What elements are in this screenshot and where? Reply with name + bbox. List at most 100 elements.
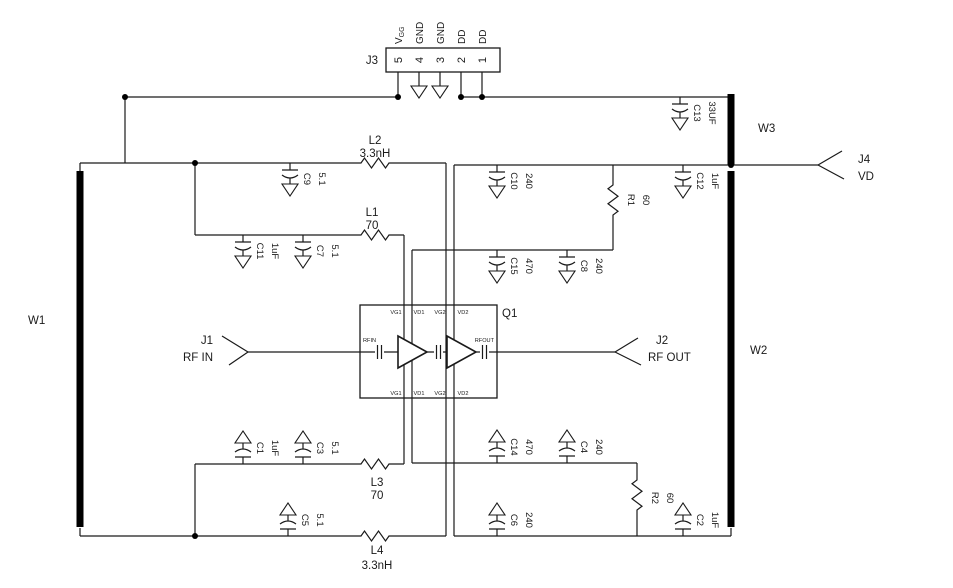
top-gate-network: L2 3.3nH C9 5.1: [79, 135, 447, 536]
ground-icon: [670, 117, 690, 131]
component-c8-designator: C8: [578, 260, 589, 272]
ground-icon: [280, 183, 300, 197]
component-c15-value: 470: [523, 258, 534, 274]
q1-pin-top-vd2: VD2: [458, 310, 469, 316]
ground-icon: [487, 270, 507, 284]
capacitor-c7-symbol: [294, 235, 312, 256]
wire-w3-label: W3: [758, 123, 775, 135]
j3-pin-number: 5: [393, 57, 405, 63]
component-r1-designator: R1: [625, 194, 636, 206]
component-l2-designator: L2: [369, 135, 382, 147]
port-j2-signal: RF OUT: [648, 352, 691, 364]
component-c6-value: 240: [523, 512, 534, 528]
vg1-bias-network: L1 70 C11 1uF C7 5.1: [195, 207, 405, 464]
capacitor-c8-symbol: [558, 250, 576, 271]
component-l3-value: 70: [371, 490, 384, 502]
capacitor-c9-symbol: [281, 163, 299, 184]
junction-dot: [192, 160, 198, 166]
j3-pin-number: 1: [477, 57, 489, 63]
component-c4-value: 240: [593, 439, 604, 455]
component-c2-designator: C2: [694, 514, 705, 526]
capacitor-c5-symbol: [279, 515, 297, 536]
capacitor-c1-symbol: [234, 443, 252, 464]
component-c14-value: 470: [523, 439, 534, 455]
connector-arrow-j4: [817, 150, 845, 180]
junction-dot: [395, 94, 401, 100]
component-c1-designator: C1: [254, 442, 265, 454]
q1-pin-top-vg2: VG2: [434, 310, 445, 316]
ground-icon: [673, 185, 693, 199]
q1-pin-top-vd1: VD1: [414, 310, 425, 316]
j3-signal-dd: DD: [457, 30, 468, 44]
component-c15-designator: C15: [508, 257, 519, 274]
wire-w2-label: W2: [750, 345, 767, 357]
component-l4-value: 3.3nH: [362, 560, 393, 572]
capacitor-c6-symbol: [488, 515, 506, 536]
junction-dot: [479, 94, 485, 100]
component-r2-value: 60: [664, 493, 675, 504]
component-l3-designator: L3: [371, 477, 384, 489]
j3-signal-gnd: GND: [415, 22, 426, 44]
component-c1-value: 1uF: [269, 440, 280, 457]
component-c6-designator: C6: [508, 514, 519, 526]
gate-bias-wires: [79, 156, 447, 536]
q1-pin-bottom-vg2: VG2: [434, 391, 445, 397]
ground-icon: [487, 502, 507, 516]
ground-icon: [233, 430, 253, 444]
j3-signal-dd: DD: [478, 30, 489, 44]
component-c5-designator: C5: [299, 514, 310, 526]
component-c13-designator: C13: [691, 104, 702, 121]
component-c9-designator: C9: [301, 173, 312, 185]
component-r1-value: 60: [640, 195, 651, 206]
component-c11-designator: C11: [254, 243, 265, 260]
component-l4-designator: L4: [371, 545, 384, 557]
port-j2-label: J2: [656, 335, 668, 347]
top-drain-network: R1 60 C10 240 C15 470 C8 240 C12 1uF J4 …: [411, 150, 874, 536]
j3-pin-number: 3: [435, 57, 447, 63]
capacitor-c11-symbol: [234, 235, 252, 256]
ground-icon: [430, 85, 450, 99]
j3-pin-number: 4: [414, 57, 426, 63]
capacitor-c10-symbol: [488, 165, 506, 186]
component-l1-value: 70: [366, 220, 379, 232]
wire-w1-bar: [76, 171, 84, 527]
j3-pin-number: 2: [456, 57, 468, 63]
wire-w1-label: W1: [28, 315, 45, 327]
component-c13: C13 33UF: [670, 97, 717, 131]
bottom-gate-network: L3 70 L4 3.3nH C1 1uF C3 5.1 C5 5.1: [79, 430, 446, 572]
ground-icon: [293, 430, 313, 444]
component-c2-value: 1uF: [709, 512, 720, 529]
j3-signal-vgg: VGG: [394, 26, 406, 44]
component-c9-value: 5.1: [316, 172, 327, 185]
component-c4-designator: C4: [578, 441, 589, 453]
connector-arrow-j2: [614, 337, 642, 366]
junction-dot: [728, 162, 734, 168]
bottom-drain-wires: [412, 462, 732, 537]
dc-block-capacitor-symbol: [376, 345, 488, 359]
ground-icon: [673, 502, 693, 516]
j3-pin-stubs: [397, 72, 483, 97]
ground-icon: [409, 85, 429, 99]
connector-j3: J3 5 4 3 2 1 VGG GND GND DD DD: [122, 22, 734, 163]
connector-arrow-j1: [221, 335, 249, 366]
ground-icon: [487, 429, 507, 443]
component-c12-value: 1uF: [709, 173, 720, 190]
component-c12-designator: C12: [694, 172, 705, 189]
capacitor-c13-symbol: [671, 97, 689, 118]
amplifier-stage2-icon: [446, 334, 478, 370]
capacitor-c14-symbol: [488, 442, 506, 463]
q1-outline: [359, 304, 498, 399]
wire-w3-bar: [727, 94, 735, 165]
ground-icon: [293, 255, 313, 269]
vgg-subscript: GG: [399, 26, 406, 37]
ground-icon: [557, 429, 577, 443]
ground-icon: [233, 255, 253, 269]
ic-q1: Q1 RFIN RFOUT VG1 VD1 VG2 VD2 VG1 VD1 VG…: [248, 304, 615, 399]
capacitor-c2-symbol: [674, 515, 692, 536]
component-c10-value: 240: [523, 173, 534, 189]
component-c13-value: 33UF: [706, 101, 717, 124]
component-l2-value: 3.3nH: [360, 148, 391, 160]
vg1-wires: [195, 228, 405, 464]
